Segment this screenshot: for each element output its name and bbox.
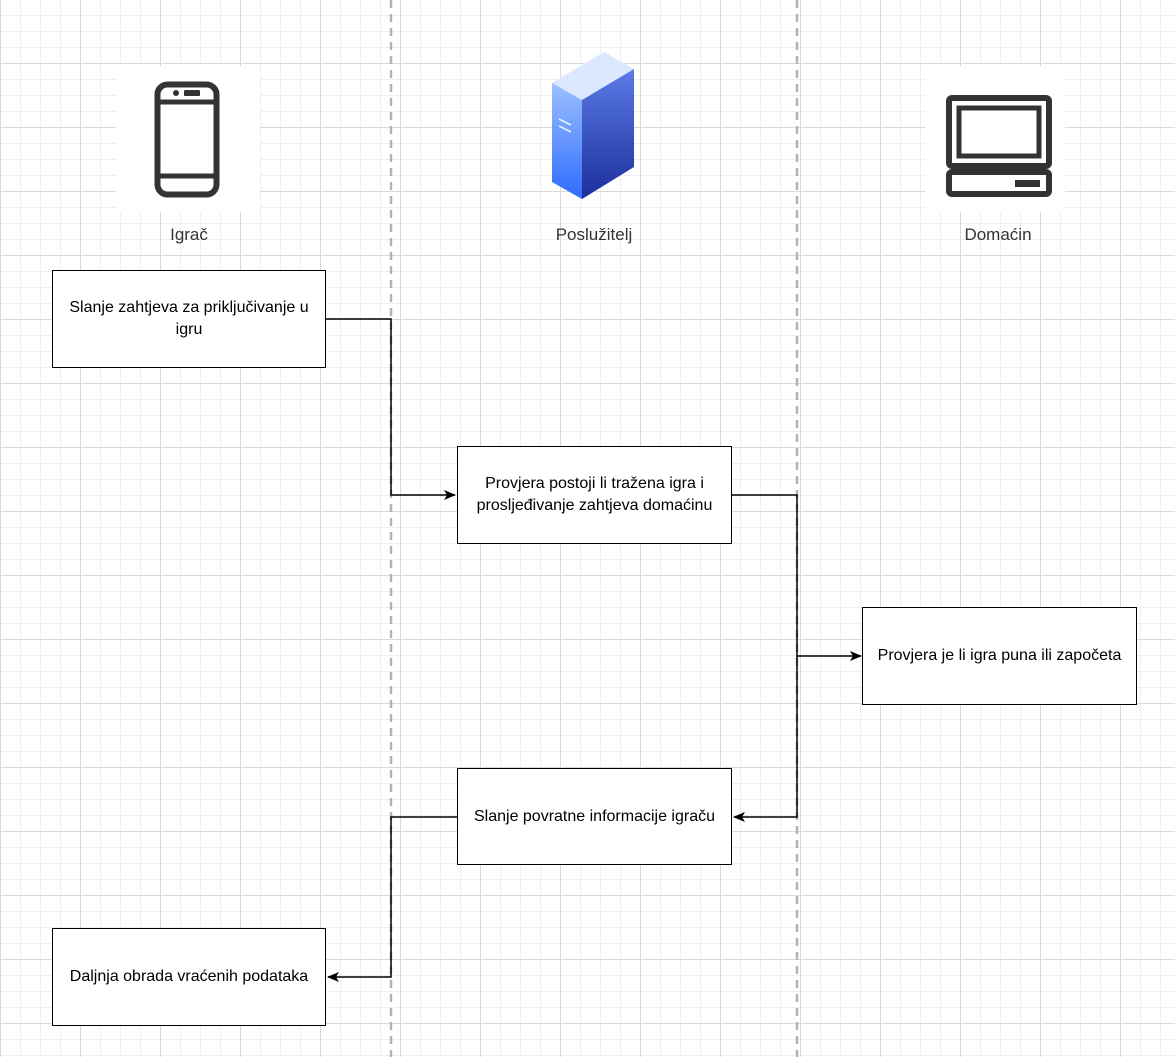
connector-host-to-server-feedback — [733, 656, 798, 822]
lane-label-player: Igrač — [170, 225, 208, 244]
connector-server-to-host — [731, 494, 862, 661]
connector-feedback-to-player — [327, 816, 458, 982]
smartphone-icon — [154, 81, 220, 198]
lane-label-host: Domaćin — [964, 225, 1032, 244]
connector-join-request-to-server — [325, 318, 456, 500]
step-join-request[interactable]: Slanje zahtjeva za priključivanje u igru — [52, 270, 326, 368]
computer-icon — [946, 95, 1052, 197]
step-player-processing[interactable]: Daljnja obrada vraćenih podataka — [52, 928, 326, 1026]
step-server-check-forward[interactable]: Provjera postoji li tražena igra i prosl… — [457, 446, 732, 544]
server-icon — [552, 52, 634, 199]
step-server-feedback[interactable]: Slanje povratne informacije igraču — [457, 768, 732, 865]
lane-label-server: Poslužitelj — [555, 225, 633, 244]
step-host-check-full[interactable]: Provjera je li igra puna ili započeta — [862, 607, 1137, 705]
